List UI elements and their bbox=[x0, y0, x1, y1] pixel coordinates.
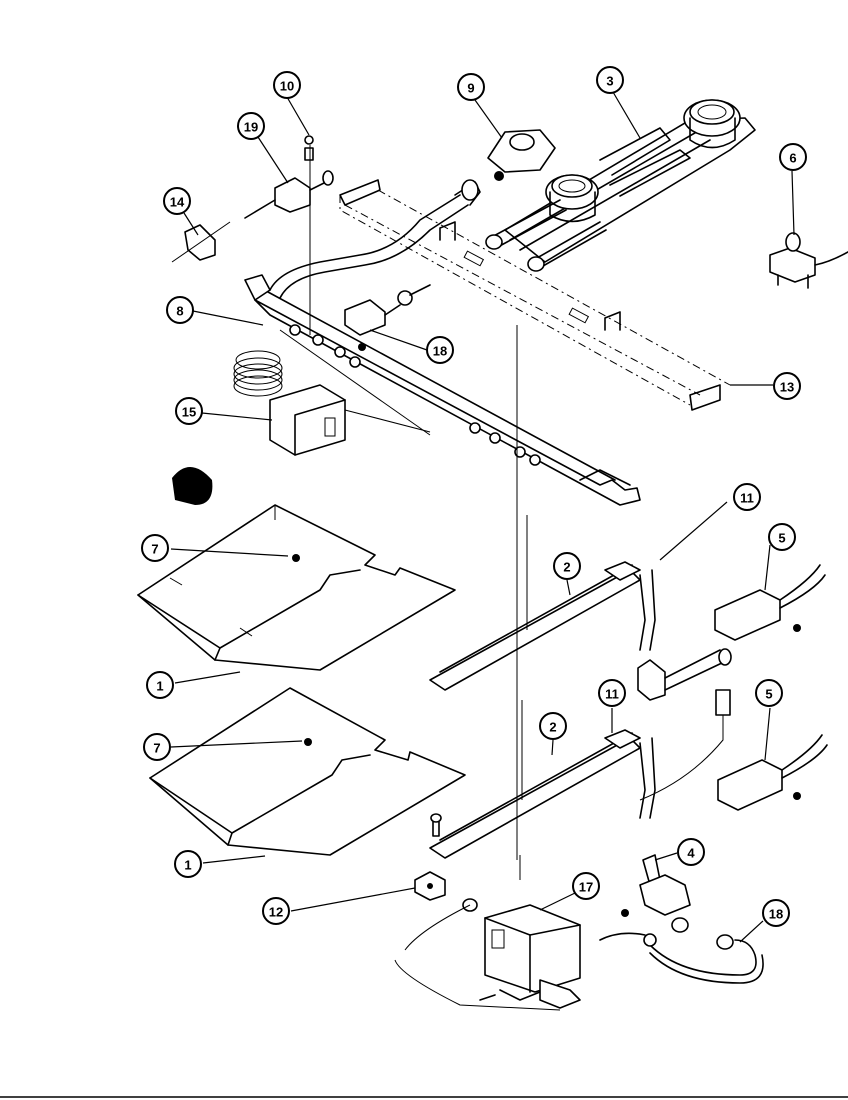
svg-text:11: 11 bbox=[605, 687, 619, 702]
svg-text:11: 11 bbox=[740, 491, 754, 506]
burner-baffle-lower bbox=[149, 687, 466, 856]
callout-14: 14 bbox=[163, 187, 191, 215]
svg-text:2: 2 bbox=[549, 720, 556, 735]
thermostat-valve bbox=[244, 135, 334, 335]
svg-text:9: 9 bbox=[467, 81, 474, 96]
svg-text:19: 19 bbox=[244, 120, 258, 135]
oven-thermostat bbox=[172, 350, 431, 505]
svg-text:5: 5 bbox=[778, 531, 785, 546]
svg-text:1: 1 bbox=[184, 858, 191, 873]
svg-text:7: 7 bbox=[153, 741, 160, 756]
leader-lines bbox=[170, 91, 795, 943]
callout-7-lower: 7 bbox=[143, 733, 171, 761]
svg-text:8: 8 bbox=[176, 304, 183, 319]
svg-text:13: 13 bbox=[780, 380, 794, 395]
igniter-block-upper bbox=[714, 564, 826, 641]
svg-text:17: 17 bbox=[579, 880, 593, 895]
callout-12: 12 bbox=[262, 897, 290, 925]
callout-5-lower: 5 bbox=[755, 679, 783, 707]
callout-11-lower: 11 bbox=[598, 679, 626, 707]
callout-2-lower: 2 bbox=[539, 712, 567, 740]
callout-2-upper: 2 bbox=[553, 552, 581, 580]
callout-17: 17 bbox=[572, 872, 600, 900]
svg-text:12: 12 bbox=[269, 905, 283, 920]
alignment-lines bbox=[516, 325, 528, 880]
svg-text:18: 18 bbox=[433, 344, 447, 359]
callout-13: 13 bbox=[773, 372, 801, 400]
oven-burner-upper bbox=[429, 561, 656, 691]
callout-10: 10 bbox=[273, 71, 301, 99]
svg-text:4: 4 bbox=[687, 846, 695, 861]
mounting-screw bbox=[430, 813, 442, 837]
svg-text:14: 14 bbox=[170, 195, 185, 210]
orifice-fitting bbox=[621, 854, 691, 933]
callout-9: 9 bbox=[457, 73, 485, 101]
igniter-block-lower bbox=[717, 734, 828, 811]
svg-text:6: 6 bbox=[789, 151, 796, 166]
callout-15: 15 bbox=[175, 397, 203, 425]
callout-5-upper: 5 bbox=[768, 523, 796, 551]
spark-igniter bbox=[769, 232, 848, 289]
callout-6: 6 bbox=[779, 143, 807, 171]
pilot-tube bbox=[599, 932, 764, 984]
oven-burner-lower bbox=[429, 729, 656, 859]
callout-1-lower: 1 bbox=[174, 850, 202, 878]
svg-text:5: 5 bbox=[765, 687, 772, 702]
svg-text:2: 2 bbox=[563, 560, 570, 575]
callout-11-upper: 11 bbox=[733, 483, 761, 511]
gas-manifold bbox=[244, 179, 641, 506]
callout-1-upper: 1 bbox=[146, 671, 174, 699]
callout-18-lower: 18 bbox=[762, 899, 790, 927]
burner-support-bracket bbox=[414, 871, 446, 901]
svg-text:7: 7 bbox=[151, 542, 158, 557]
svg-text:18: 18 bbox=[769, 907, 783, 922]
oven-safety-valve bbox=[394, 855, 581, 1011]
top-burner-assembly bbox=[485, 99, 756, 272]
orifice-elbow bbox=[637, 648, 732, 801]
callout-19: 19 bbox=[237, 112, 265, 140]
callout-4: 4 bbox=[677, 838, 705, 866]
gas-valve-fitting bbox=[344, 284, 431, 351]
svg-text:3: 3 bbox=[606, 74, 613, 89]
mounting-bracket bbox=[171, 221, 231, 263]
callout-3: 3 bbox=[596, 66, 624, 94]
svg-text:10: 10 bbox=[280, 79, 294, 94]
burner-valve-cap bbox=[487, 129, 556, 181]
callout-7-upper: 7 bbox=[141, 534, 169, 562]
burner-baffle-upper bbox=[137, 504, 456, 671]
callout-18-top: 18 bbox=[426, 336, 454, 364]
svg-text:15: 15 bbox=[182, 405, 196, 420]
callout-8: 8 bbox=[166, 296, 194, 324]
svg-text:1: 1 bbox=[156, 679, 163, 694]
